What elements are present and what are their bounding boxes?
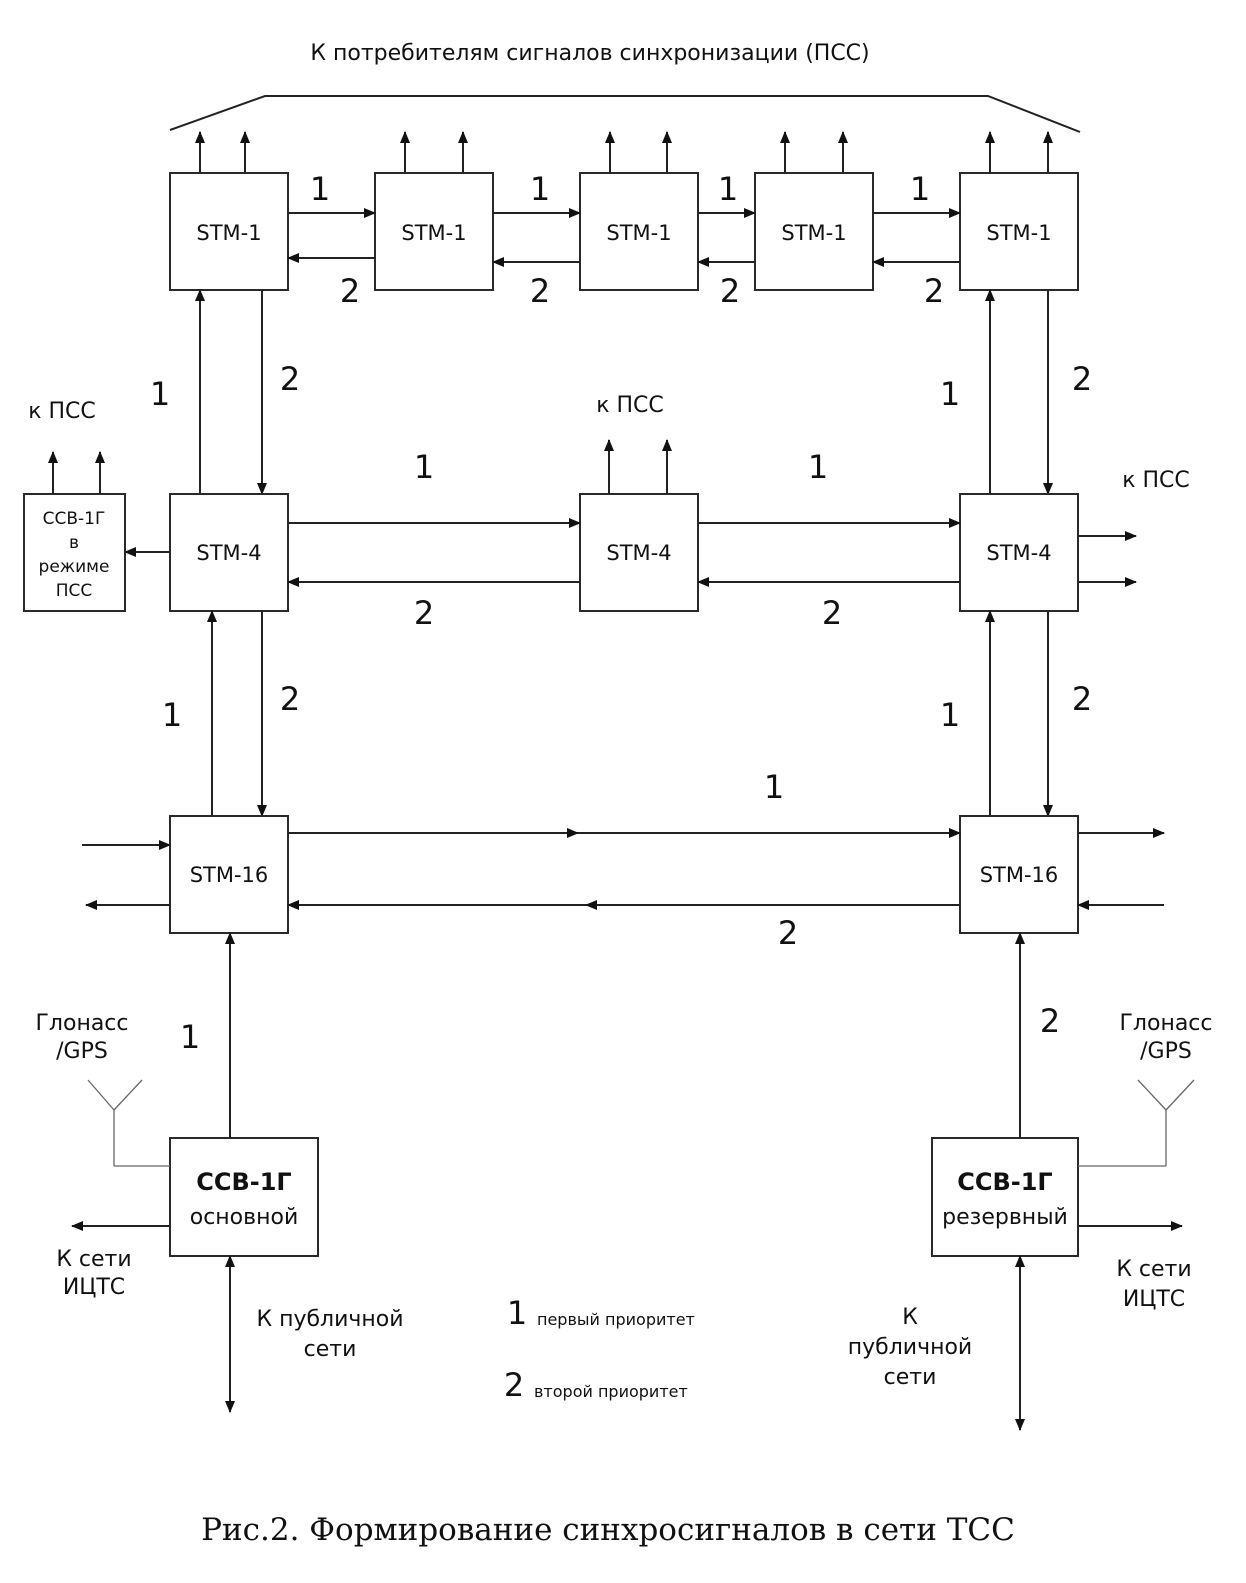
k-pss-label-left: к ПСС [28,399,96,424]
svg-text:STM-1: STM-1 [401,221,466,245]
stm1-links [287,208,961,267]
svg-text:STM-4: STM-4 [606,541,671,565]
k-seti-left-1: К сети [56,1247,131,1272]
svg-text:STM-1: STM-1 [986,221,1051,245]
legend-num-2: 2 [504,1366,524,1404]
svg-text:2: 2 [414,594,434,632]
svg-text:2: 2 [778,914,798,952]
legend-num-1: 1 [507,1294,527,1332]
ssv-main-priority: 1 [180,1018,200,1056]
ssv-pss-consumer-arrows [48,451,105,494]
stm1-node-4: STM-1 [754,172,874,291]
stm4-right-consumer-arrows [1078,531,1137,587]
svg-text:STM-4: STM-4 [196,541,261,565]
svg-text:STM-1: STM-1 [781,221,846,245]
svg-text:2: 2 [924,272,944,310]
svg-text:1: 1 [310,170,330,208]
stm1-node-3: STM-1 [579,172,699,291]
svg-text:1: 1 [530,170,550,208]
svg-text:2: 2 [1072,680,1092,718]
stm1-node-1: STM-1 [169,172,289,291]
stm16-node-right: STM-16 [959,815,1079,934]
svg-text:1: 1 [910,170,930,208]
svg-text:ССВ-1Г: ССВ-1Г [957,1168,1052,1196]
svg-text:2: 2 [1072,360,1092,398]
k-seti-right-2: ИЦТС [1123,1287,1185,1312]
svg-text:2: 2 [720,272,740,310]
ssv-main-node: ССВ-1Г основной [169,1137,319,1257]
stm4-node-left: STM-4 [169,493,289,612]
svg-text:1: 1 [940,696,960,734]
svg-text:STM-1: STM-1 [196,221,261,245]
svg-text:резервный: резервный [942,1205,1068,1230]
svg-text:2: 2 [280,680,300,718]
svg-text:1: 1 [414,448,434,486]
stm16-external-links [82,828,1165,910]
svg-text:1: 1 [162,696,182,734]
ssv-reserve-priority: 2 [1040,1002,1060,1040]
svg-text:1: 1 [808,448,828,486]
figure-caption: Рис.2. Формирование синхросигналов в сет… [201,1512,1015,1548]
top-title: К потребителям сигналов синхронизации (П… [310,41,869,66]
legend-text-2: второй приоритет [534,1382,688,1401]
svg-text:2: 2 [340,272,360,310]
stm16-node-left: STM-16 [169,815,289,934]
svg-text:1: 1 [150,375,170,413]
consumer-bracket [169,95,1081,133]
k-pss-label-right: к ПСС [1122,468,1190,493]
svg-text:STM-16: STM-16 [190,863,269,887]
stm1-node-2: STM-1 [374,172,494,291]
stm4-middle-consumer-arrows [604,439,672,494]
svg-text:ПСС: ПСС [56,581,93,601]
stm16-links: 1 2 [287,768,961,952]
glonass-label-left-1: Глонасс [36,1011,129,1036]
k-public-left-2: сети [304,1337,357,1362]
antenna-left-icon [87,1079,170,1167]
svg-text:2: 2 [822,594,842,632]
vertical-links-upper: 1 2 1 2 [150,289,1092,495]
ssv-reserve-node: ССВ-1Г резервный [931,1137,1079,1257]
svg-text:2: 2 [530,272,550,310]
svg-text:в: в [69,533,79,553]
legend: 1 первый приоритет 2 второй приоритет [504,1294,695,1404]
stm1-node-5: STM-1 [959,172,1079,291]
vertical-links-lower: 1 2 1 2 [162,610,1092,817]
legend-text-1: первый приоритет [537,1310,695,1329]
svg-text:ССВ-1Г: ССВ-1Г [43,509,106,529]
svg-text:1: 1 [940,375,960,413]
k-seti-left-2: ИЦТС [63,1275,125,1300]
glonass-label-right-1: Глонасс [1120,1011,1213,1036]
antenna-right-icon [1078,1079,1195,1167]
stm4-node-right: STM-4 [959,493,1079,612]
k-seti-right-1: К сети [1116,1257,1191,1282]
svg-text:1: 1 [718,170,738,208]
svg-text:основной: основной [190,1205,299,1230]
svg-text:2: 2 [280,360,300,398]
k-public-right-1: К [902,1305,918,1330]
svg-text:STM-1: STM-1 [606,221,671,245]
stm4-node-middle: STM-4 [579,493,699,612]
stm1-priority-labels: 1 2 1 2 1 2 1 2 [310,170,944,310]
stm1-consumer-arrows [195,131,1053,173]
k-public-right-3: сети [884,1365,937,1390]
k-public-right-2: публичной [848,1335,972,1360]
k-pss-label-middle: к ПСС [596,393,664,418]
svg-text:STM-16: STM-16 [980,863,1059,887]
svg-text:ССВ-1Г: ССВ-1Г [196,1168,291,1196]
svg-text:STM-4: STM-4 [986,541,1051,565]
ssv-pss-mode-node: ССВ-1Г в режиме ПСС [23,493,126,612]
stm4-links: 1 2 1 2 [287,448,961,632]
glonass-label-left-2: /GPS [56,1039,108,1064]
k-public-left-1: К публичной [256,1307,403,1332]
svg-text:режиме: режиме [39,557,110,577]
glonass-label-right-2: /GPS [1140,1039,1192,1064]
svg-text:1: 1 [764,768,784,806]
